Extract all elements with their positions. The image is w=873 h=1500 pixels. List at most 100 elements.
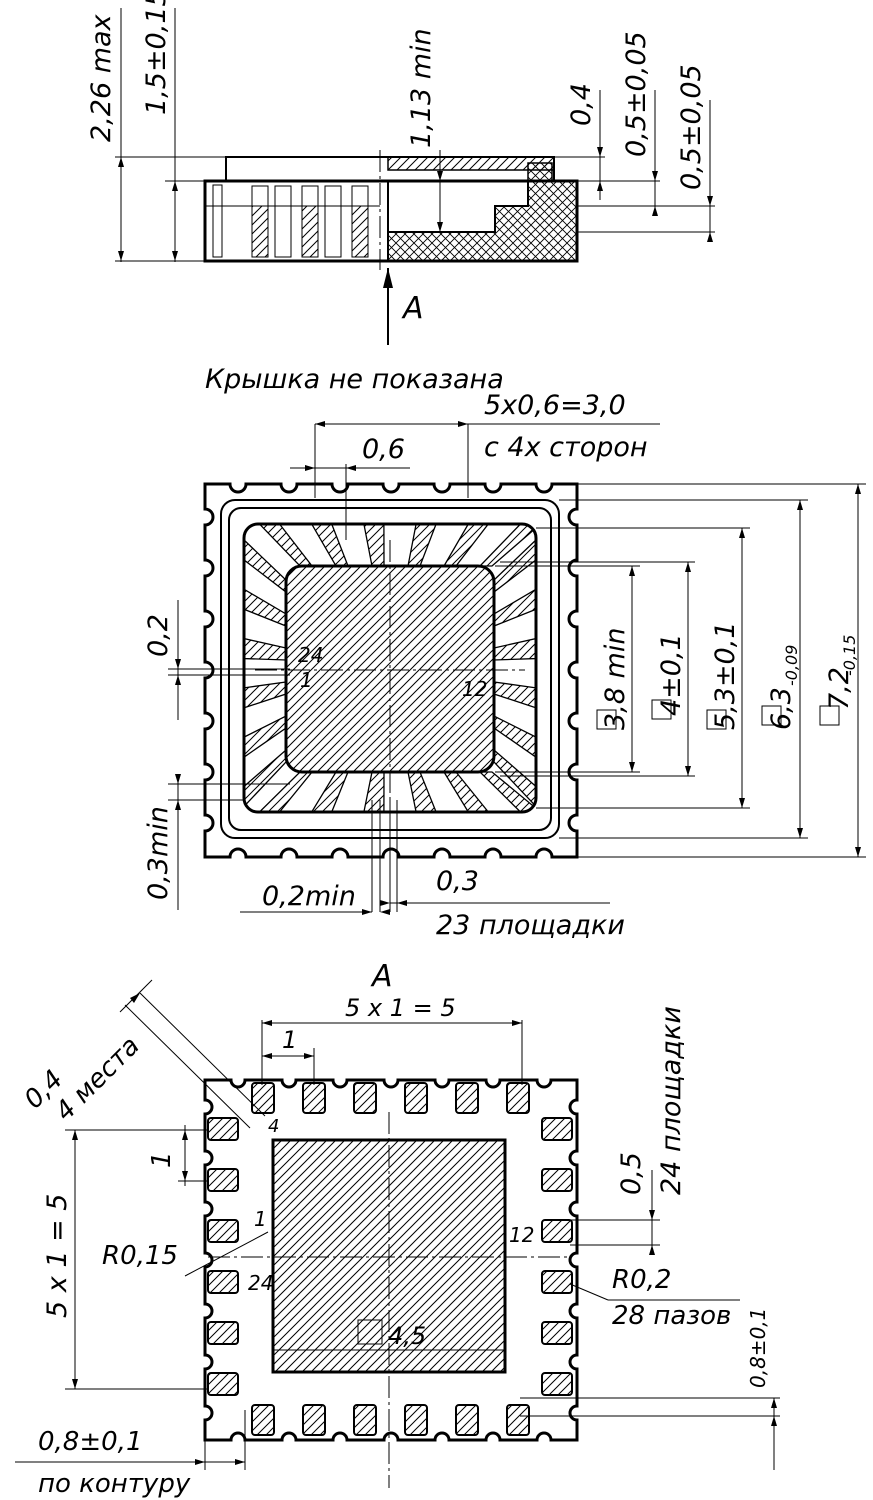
chamfer-count-label: 4 места (50, 1031, 146, 1127)
pad-label-12: 12 (462, 677, 487, 701)
pad-bottom (506, 1404, 530, 1436)
square-63: 6,3 (766, 687, 797, 730)
bond-finger-right (493, 588, 536, 627)
seal-ring (527, 162, 553, 182)
dim-body-height: 1,5±0,15 (141, 0, 172, 115)
pad-label-24: 24 (298, 643, 323, 667)
pad-left (207, 1168, 239, 1192)
bond-finger-bottom (363, 771, 385, 812)
bond-finger-bottom (442, 771, 490, 812)
pad-top (302, 1082, 326, 1114)
pad-left (207, 1372, 239, 1396)
bond-finger-left (244, 714, 287, 759)
min03-label: 0,3min (143, 806, 174, 900)
min02-label: 0,2min (262, 881, 356, 912)
bpad-label-1: 1 (254, 1207, 267, 1231)
pad-bottom (353, 1404, 377, 1436)
bond-finger-right (493, 637, 536, 661)
b-pitch-label: 1 (282, 1026, 297, 1054)
bond-finger-top (407, 524, 438, 567)
gap-label: 0,2 (143, 614, 174, 657)
pad-top (455, 1082, 479, 1114)
center-square-label: 4,5 (388, 1322, 426, 1350)
pad-top (506, 1082, 530, 1114)
pad-right (541, 1270, 573, 1294)
pad-bottom (302, 1404, 326, 1436)
ceramic-section (387, 180, 578, 262)
bond-finger-right (493, 681, 536, 709)
bottom-view: 4,5 4 1 12 24 (15, 979, 780, 1499)
tolerance-72: -0,15 (840, 635, 859, 676)
bond-finger-bottom (310, 771, 349, 812)
pad-top (353, 1082, 377, 1114)
thermal-pad (271, 1138, 507, 1374)
dim-lid-thickness: 0,4 (566, 83, 597, 126)
pad-left (207, 1270, 239, 1294)
pad-right (541, 1321, 573, 1345)
bond-finger-bottom (478, 771, 536, 812)
pad-left (207, 1321, 239, 1345)
pad-top (251, 1082, 275, 1114)
bond-finger-left (244, 588, 287, 627)
dim-overall-height: 2,26 max (86, 13, 117, 142)
lead-comb (205, 184, 380, 258)
top-view: 24 1 12 (143, 390, 866, 941)
bottom-view-dimensions (15, 979, 780, 1470)
pad-label-1: 1 (300, 668, 313, 692)
bond-finger-top (363, 524, 385, 567)
pitch-total-label: 5x0,6=3,0 (484, 390, 626, 421)
radius-pad-label: R0,15 (102, 1241, 178, 1271)
pitch-note-label: с 4х сторон (484, 432, 648, 463)
slot-count-label: 28 пазов (612, 1301, 731, 1331)
edge-dim-label: 0,8±0,1 (746, 1308, 770, 1388)
pad-bottom (404, 1404, 428, 1436)
pad-width-label: 0,3 (436, 866, 479, 897)
contact-pads (207, 1082, 573, 1436)
bond-finger-top (257, 524, 314, 567)
pad-bottom (251, 1404, 275, 1436)
section-dimensions (115, 8, 715, 262)
pad-len-label: 0,5 (616, 1152, 647, 1195)
pad-right (541, 1219, 573, 1243)
bond-finger-right (493, 714, 536, 759)
view-arrow-head (383, 268, 393, 288)
view-arrow-label: A (401, 291, 424, 326)
pad-count-label: 23 площадки (436, 910, 625, 941)
pad-top (404, 1082, 428, 1114)
bpad-label-4: 4 (268, 1116, 279, 1137)
bond-finger-top (442, 524, 490, 567)
pad-right (541, 1117, 573, 1141)
b-pad-count-label: 24 площадки (656, 1006, 687, 1195)
pad-right (541, 1372, 573, 1396)
contour-dim-label: 0,8±0,1 (38, 1427, 142, 1457)
bottom-view-title: A (370, 959, 393, 994)
square-4: 4±0,1 (656, 633, 687, 716)
pad-right (541, 1168, 573, 1192)
bond-finger-left (244, 538, 287, 594)
pitch-label: 0,6 (362, 434, 405, 465)
bond-finger-left (244, 681, 287, 709)
section-view: A 2,26 max 1,5±0,15 1,13 min 0,4 0,5±0,0… (86, 0, 715, 345)
radius-slot-label: R0,2 (612, 1265, 671, 1295)
bpad-label-24: 24 (248, 1271, 273, 1295)
bond-finger-top (310, 524, 349, 567)
b-pitch-total-label: 5 x 1 = 5 (345, 994, 456, 1022)
pad-bottom (455, 1404, 479, 1436)
dim-step-upper: 0,5±0,05 (621, 31, 652, 157)
square-72: 7,2 (824, 667, 855, 710)
bond-finger-left (244, 637, 287, 661)
dim-step-lower: 0,5±0,05 (676, 64, 707, 190)
bond-fingers (244, 524, 536, 812)
square-53: 5,3±0,1 (710, 621, 741, 730)
lid-section-hatch (387, 156, 555, 171)
top-view-caption: Крышка не показана (205, 364, 504, 395)
pad-left (207, 1219, 239, 1243)
top-view-dimensions (168, 421, 866, 915)
dim-cavity-depth: 1,13 min (406, 28, 437, 148)
pad-left (207, 1117, 239, 1141)
b-pitch-v-label: 1 (147, 1151, 177, 1168)
b-pitch-total-v-label: 5 x 1 = 5 (42, 1194, 73, 1318)
contour-note-label: по контуру (38, 1469, 191, 1499)
tolerance-63: -0,09 (782, 645, 801, 686)
